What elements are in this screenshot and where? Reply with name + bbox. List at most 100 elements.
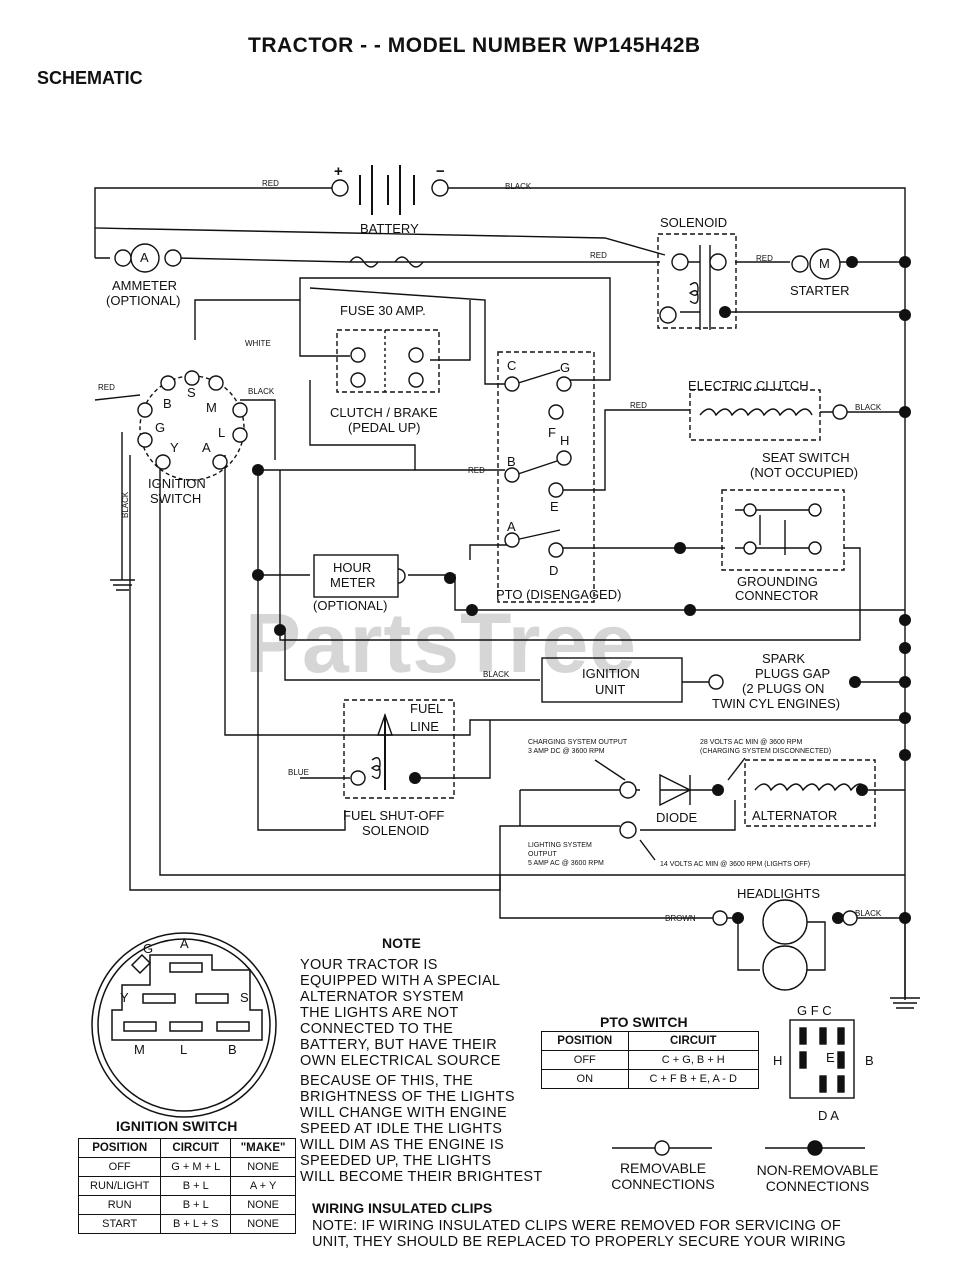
pto-diag-top: G F C — [797, 1003, 832, 1018]
note-line: CONNECTED TO THE — [300, 1021, 454, 1037]
note-body: YOUR TRACTOR IS EQUIPPED WITH A SPECIAL … — [300, 957, 560, 1185]
wire-black-1: BLACK — [505, 182, 532, 191]
pto-diag-right: B — [865, 1053, 874, 1068]
clips-title: WIRING INSULATED CLIPS — [312, 1200, 493, 1216]
pto-term-e: E — [550, 499, 559, 514]
ignition-unit-sub: UNIT — [595, 682, 625, 697]
spark-label-3: (2 PLUGS ON — [742, 681, 824, 696]
legend-non-removable: NON-REMOVABLE CONNECTIONS — [745, 1162, 890, 1194]
legend-removable-line: CONNECTIONS — [611, 1176, 715, 1192]
seat-switch-label: SEAT SWITCH — [762, 450, 850, 465]
pto-term-a: A — [507, 519, 516, 534]
spark-label-2: PLUGS GAP — [755, 666, 830, 681]
note-line: SPEED AT IDLE THE LIGHTS — [300, 1121, 503, 1137]
wire-black-5: BLACK — [483, 670, 510, 679]
clips-line: NOTE: IF WIRING INSULATED CLIPS WERE REM… — [312, 1218, 841, 1234]
solenoid-label: SOLENOID — [660, 215, 727, 230]
fuel-line-label: FUEL — [410, 701, 443, 716]
ign-diag-s: S — [240, 990, 249, 1005]
wire-red-6: RED — [468, 466, 485, 475]
table-row: RUN B + L NONE — [77, 1195, 296, 1215]
wire-red-2: RED — [590, 251, 607, 260]
wire-red-5: RED — [630, 401, 647, 410]
table-cell: OFF — [541, 1050, 629, 1070]
ammeter-optional: (OPTIONAL) — [106, 293, 180, 308]
diode-label: DIODE — [656, 810, 698, 825]
hour-meter-label: HOUR — [333, 560, 371, 575]
clutch-brake-label: CLUTCH / BRAKE — [330, 405, 438, 420]
ign-diag-l: L — [180, 1042, 187, 1057]
wire-black-4: BLACK — [121, 491, 130, 518]
spark-label-4: TWIN CYL ENGINES) — [712, 696, 840, 711]
battery-plus-label: + — [334, 163, 343, 180]
table-row: START B + L + S NONE — [77, 1214, 296, 1234]
pto-table: POSITION CIRCUIT OFF C + G, B + H ON C +… — [541, 1031, 760, 1089]
starter-label: STARTER — [790, 283, 849, 298]
wire-black-2: BLACK — [248, 387, 275, 396]
ign-term-y: Y — [170, 440, 179, 455]
wire-black-6: BLACK — [855, 909, 882, 918]
clutch-brake-sub: (PEDAL UP) — [348, 420, 420, 435]
wire-red-1: RED — [262, 179, 279, 188]
lighting-output-3: 5 AMP AC @ 3600 RPM — [528, 860, 604, 867]
table-cell: B + L — [160, 1195, 232, 1215]
lighting-output-1: LIGHTING SYSTEM — [528, 842, 592, 849]
pto-term-f: F — [548, 425, 556, 440]
note-line: THE LIGHTS ARE NOT — [300, 1005, 459, 1021]
ign-diag-g: G — [143, 941, 153, 956]
clips-line: UNIT, THEY SHOULD BE REPLACED TO PROPERL… — [312, 1234, 846, 1250]
page-title: TRACTOR - - MODEL NUMBER WP145H42B — [248, 34, 701, 57]
pto-label: PTO (DISENGAGED) — [496, 587, 621, 602]
table-header: POSITION — [77, 1138, 162, 1158]
wire-white: WHITE — [245, 339, 271, 348]
table-cell: RUN/LIGHT — [77, 1176, 162, 1196]
charging-output-1: CHARGING SYSTEM OUTPUT — [528, 739, 628, 746]
ign-diag-m: M — [134, 1042, 145, 1057]
note-line: ALTERNATOR SYSTEM — [300, 989, 464, 1005]
ignition-switch-sub: SWITCH — [150, 491, 201, 506]
seat-switch-sub: (NOT OCCUPIED) — [750, 465, 858, 480]
volts-28-2: (CHARGING SYSTEM DISCONNECTED) — [700, 748, 831, 755]
ign-term-b: B — [163, 396, 172, 411]
ignition-switch-label: IGNITION — [148, 476, 206, 491]
charging-output-2: 3 AMP DC @ 3600 RPM — [528, 748, 605, 755]
page-subtitle: SCHEMATIC — [37, 68, 143, 88]
alternator-label: ALTERNATOR — [752, 808, 837, 823]
spark-label-1: SPARK — [762, 651, 805, 666]
headlights-label: HEADLIGHTS — [737, 886, 820, 901]
table-header-row: POSITION CIRCUIT "MAKE" — [77, 1138, 296, 1158]
ignition-table-title: IGNITION SWITCH — [116, 1118, 238, 1134]
battery-label: BATTERY — [360, 221, 419, 236]
pto-term-g: G — [560, 360, 570, 375]
ammeter-label: AMMETER — [112, 278, 177, 293]
table-cell: B + L — [160, 1176, 232, 1196]
table-row: OFF C + G, B + H — [541, 1050, 760, 1070]
table-cell: C + F B + E, A - D — [627, 1069, 760, 1089]
lighting-output-2: OUTPUT — [528, 851, 558, 858]
ignition-unit-label: IGNITION — [582, 666, 640, 681]
pto-term-b: B — [507, 454, 516, 469]
table-cell: RUN — [77, 1195, 162, 1215]
table-header: POSITION — [541, 1031, 629, 1051]
hour-meter-sub: METER — [330, 575, 376, 590]
legend-removable-line: REMOVABLE — [619, 1160, 707, 1176]
watermark: PartsTree — [245, 596, 637, 690]
note-line: WILL DIM AS THE ENGINE IS — [300, 1137, 505, 1153]
starter-symbol: M — [819, 256, 830, 271]
ign-term-l: L — [218, 425, 225, 440]
table-row: OFF G + M + L NONE — [77, 1157, 296, 1177]
table-cell: NONE — [230, 1157, 296, 1177]
table-header-row: POSITION CIRCUIT — [541, 1031, 760, 1051]
pto-diag-bottom: D A — [818, 1108, 839, 1123]
note-line: SPEEDED UP, THE LIGHTS — [300, 1153, 492, 1169]
wire-brown: BROWN — [665, 914, 696, 923]
fuel-solenoid-label: FUEL SHUT-OFF — [343, 808, 444, 823]
note-line: BATTERY, BUT HAVE THEIR — [300, 1037, 498, 1053]
table-header: "MAKE" — [230, 1138, 296, 1158]
pto-term-h: H — [560, 433, 569, 448]
clips-body: NOTE: IF WIRING INSULATED CLIPS WERE REM… — [312, 1218, 912, 1250]
note-line: BRIGHTNESS OF THE LIGHTS — [300, 1089, 515, 1105]
ign-term-g: G — [155, 420, 165, 435]
pto-diag-center: E — [826, 1050, 835, 1065]
